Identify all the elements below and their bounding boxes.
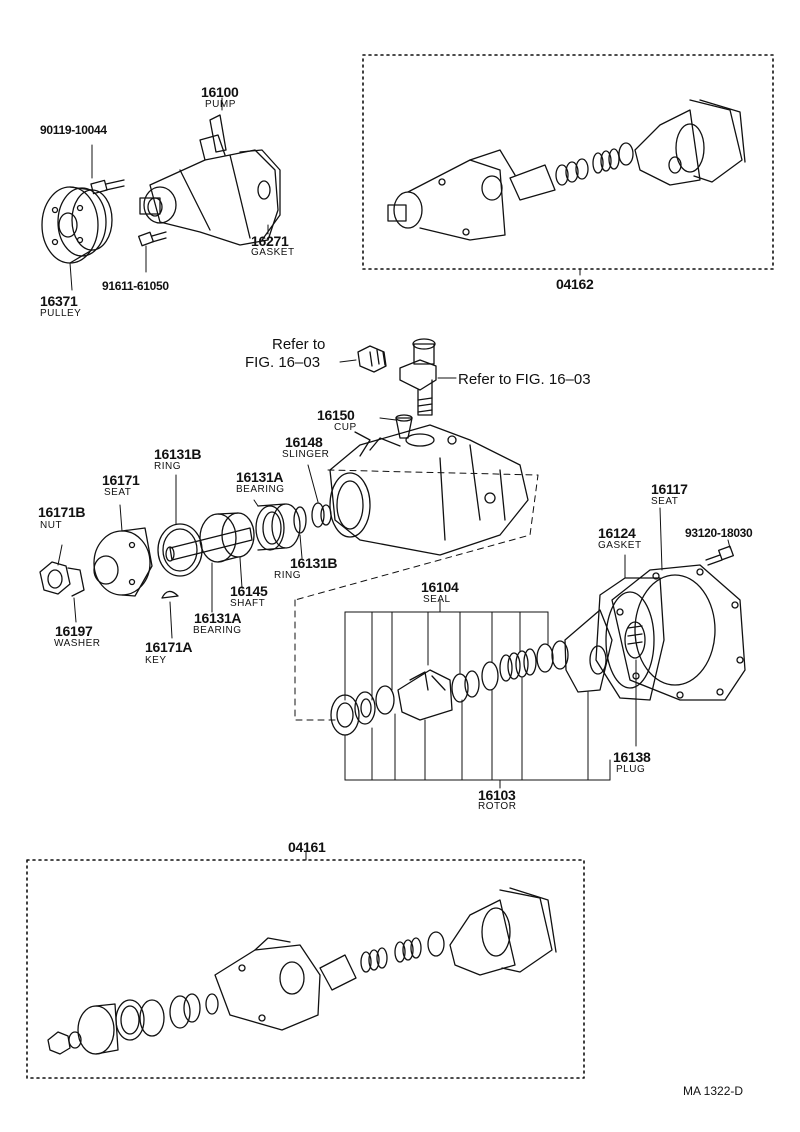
rotor-bracket: [344, 659, 637, 789]
drawing-code: MA 1322-D: [683, 1084, 744, 1098]
pump-number: 16100: [201, 84, 239, 100]
slinger-name: SLINGER: [282, 449, 330, 460]
rotor-number: 16103: [478, 787, 516, 803]
bolt-right-number: 93120-18030: [685, 526, 753, 540]
gasket-right-number: 16124: [598, 525, 636, 541]
nut-number: 16171B: [38, 504, 86, 520]
bolt-right-drawing: [705, 539, 734, 566]
bolt-top-drawing: [90, 144, 125, 195]
shaft-drawing: [165, 527, 253, 562]
bearing-a-top-name: BEARING: [236, 484, 285, 495]
bearing-a-bottom-drawing: [199, 512, 255, 563]
rotor-stack-drawing: [294, 599, 646, 736]
seal-bracket: [344, 599, 549, 701]
bearing-a-bottom-name: BEARING: [193, 625, 242, 636]
seal-number: 16104: [421, 579, 459, 595]
slinger-number: 16148: [285, 434, 323, 450]
bolt-bottom-drawing: [138, 231, 167, 273]
plug-name: PLUG: [616, 764, 646, 775]
washer-name: WASHER: [54, 638, 101, 649]
shaft-number: 16145: [230, 583, 268, 599]
gasket-pump-name: GASKET: [251, 247, 295, 258]
cup-number: 16150: [317, 407, 355, 423]
kit-04162-number: 04162: [556, 276, 594, 292]
slinger-drawing: [311, 502, 332, 528]
pulley-drawing: [41, 186, 113, 291]
gasket-pump-number: 16271: [251, 233, 289, 249]
washer-number: 16197: [55, 623, 93, 639]
seat-left-drawing: [93, 527, 153, 597]
gasket-right-name: GASKET: [598, 540, 642, 551]
key-drawing: [161, 590, 179, 639]
leader-lines-mid: [119, 464, 319, 613]
ring-b-top-number: 16131B: [154, 446, 202, 462]
cup-drawing: [379, 414, 413, 439]
rotor-name: ROTOR: [478, 801, 517, 812]
fitting-right-drawing: [399, 338, 457, 416]
kit-04162-drawing: [387, 99, 746, 276]
kit-04161-drawing: [47, 887, 557, 1055]
seat-right-name: SEAT: [651, 496, 679, 507]
nut-washer-drawing: [39, 544, 85, 623]
bolt-top-number: 90119-10044: [40, 123, 107, 137]
ring-b-bottom-name: RING: [274, 570, 301, 581]
refer-right-text: Refer to FIG. 16–03: [458, 371, 591, 388]
nut-name: NUT: [40, 520, 63, 531]
seal-name: SEAL: [423, 594, 451, 605]
pump-drawing: [139, 97, 281, 246]
pulley-number: 16371: [40, 293, 78, 309]
key-name: KEY: [145, 655, 167, 666]
cup-name: CUP: [334, 422, 357, 433]
kit-04162-box: [362, 54, 774, 270]
ring-b-bottom-number: 16131B: [290, 555, 338, 571]
fitting-left-drawing: [339, 345, 387, 373]
pulley-name: PULLEY: [40, 308, 82, 319]
seat-right-drawing: [611, 507, 746, 701]
shaft-name: SHAFT: [230, 598, 266, 609]
bearing-a-bottom-number: 16131A: [194, 610, 242, 626]
seat-left-number: 16171: [102, 472, 140, 488]
housing-drawing: [329, 424, 529, 556]
seat-left-name: SEAT: [104, 487, 132, 498]
ring-b-top-name: RING: [154, 461, 181, 472]
assembly-guide-line: [294, 469, 539, 601]
seat-right-number: 16117: [651, 481, 688, 497]
ring-b-top-drawing: [157, 523, 203, 577]
kit-04161-number: 04161: [288, 839, 326, 855]
plug-number: 16138: [613, 749, 651, 765]
bolt-bottom-number: 91611-61050: [102, 279, 169, 293]
key-number: 16171A: [145, 639, 193, 655]
gasket-right-drawing: [595, 554, 665, 701]
pump-name: PUMP: [205, 99, 236, 110]
bearing-a-top-number: 16131A: [236, 469, 284, 485]
refer-fig-text: FIG. 16–03: [245, 354, 321, 371]
refer-to-text: Refer to: [272, 336, 326, 353]
ring-bearing-top-drawing: [255, 503, 307, 551]
